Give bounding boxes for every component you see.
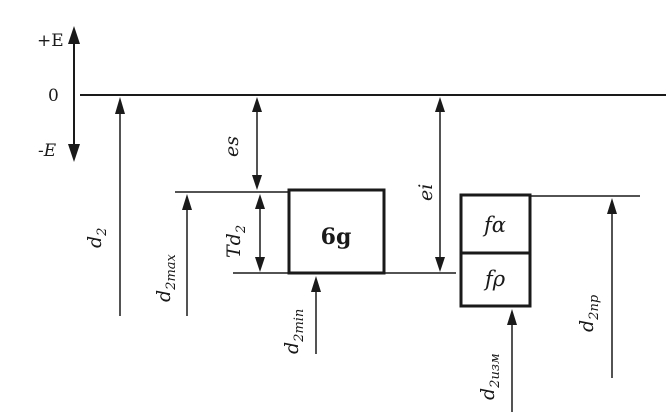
d2-label: d2	[84, 228, 110, 248]
f-alpha-label: fα	[482, 213, 506, 237]
es-arrow	[252, 97, 262, 190]
d2izm-label: d2изм	[477, 353, 503, 400]
tolerance-field-6g-box	[287, 188, 386, 275]
d2max-arrow	[182, 194, 192, 316]
d2pr-label: d2пр	[576, 294, 602, 332]
e-axis-down-arrow	[68, 144, 80, 162]
ei-arrow	[435, 97, 445, 272]
d2izm-arrow	[507, 309, 517, 412]
d2min-arrow	[311, 276, 321, 354]
d2-arrow	[115, 97, 125, 316]
plus-e-label: +E	[37, 31, 64, 51]
f-rho-box	[459, 251, 532, 308]
d2pr-arrow	[607, 198, 617, 378]
es-label: es	[221, 136, 243, 157]
e-axis-up-arrow	[68, 26, 80, 44]
minus-e-label: -E	[38, 141, 57, 161]
tolerance-field-6g-label: 6g	[321, 224, 352, 250]
d2max-label: d2max	[153, 253, 179, 302]
f-rho-label: fρ	[483, 267, 506, 291]
e-axis	[68, 26, 80, 162]
td2-label: Td2	[223, 225, 249, 258]
td2-arrow	[255, 194, 265, 272]
zero-label: 0	[48, 86, 59, 106]
d2min-label: d2min	[281, 309, 307, 354]
ei-label: ei	[415, 184, 437, 201]
